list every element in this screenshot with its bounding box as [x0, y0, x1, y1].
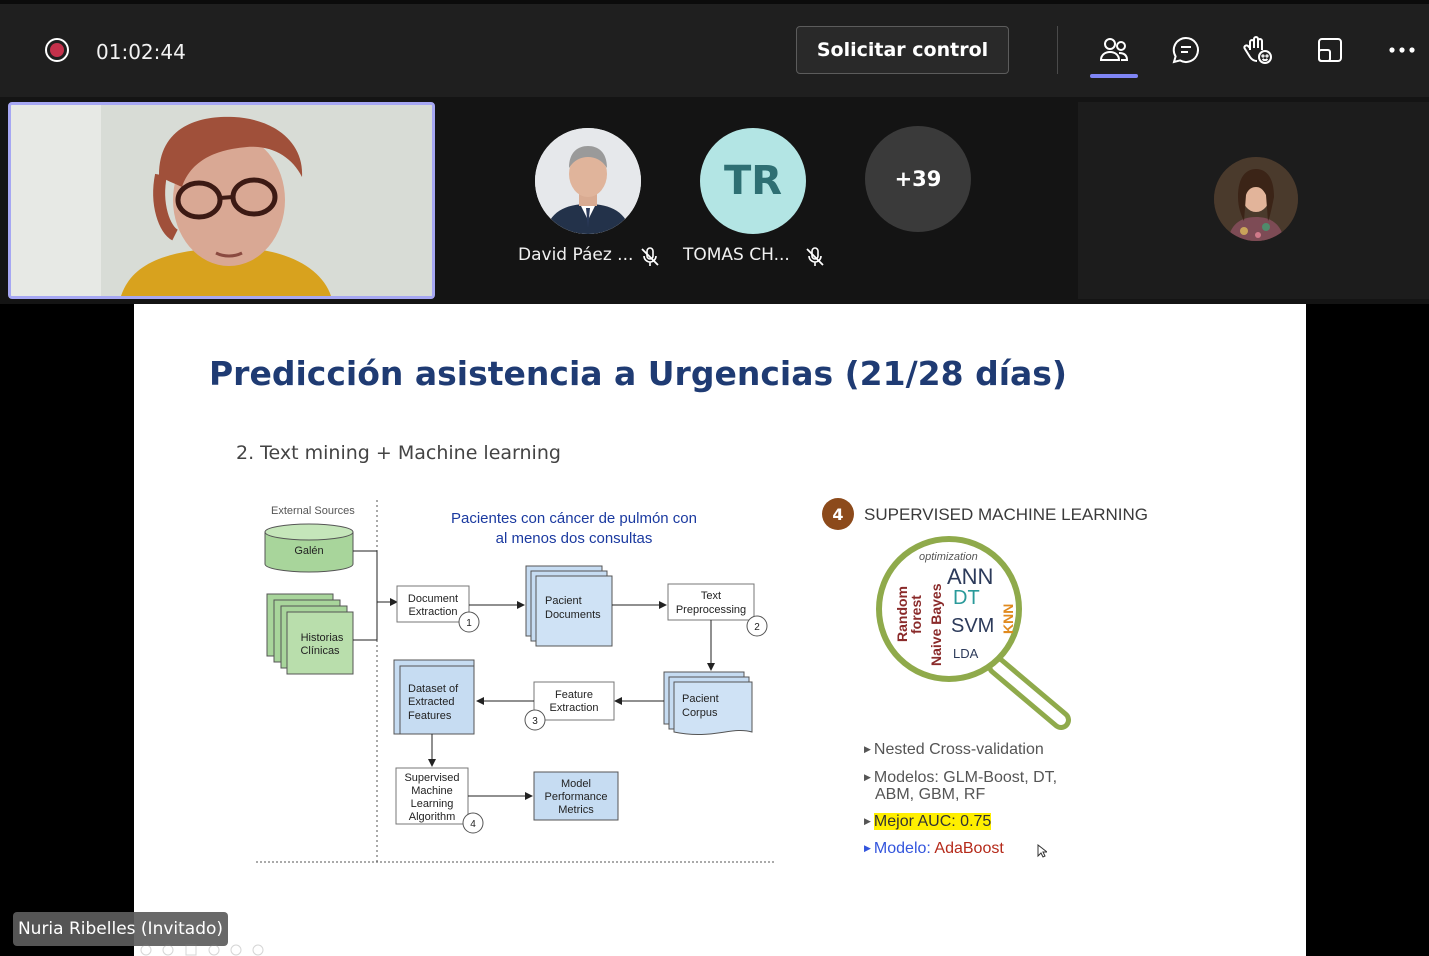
historias-clinicas-docs: Historias Clínicas	[266, 593, 354, 675]
model-perf-label-1: Model	[561, 778, 591, 790]
word-svm: SVM	[951, 615, 994, 637]
avatar-speaker[interactable]	[1214, 157, 1298, 241]
text-prep-label-1: Text	[701, 590, 721, 602]
people-icon[interactable]	[1094, 30, 1134, 70]
bullet-modelo-value: AdaBoost	[934, 840, 1004, 857]
dataset-label-3: Features	[408, 710, 452, 722]
bullet-modelo-label: Modelo:	[873, 840, 931, 857]
participant-name-david: David Páez ...	[518, 245, 634, 265]
doc-extraction-label-1: Document	[408, 593, 458, 605]
pacient-docs-label-1: Pacient	[545, 595, 582, 607]
supervised-algorithm-node: Supervised Machine Learning Algorithm 4	[395, 767, 484, 834]
section-title: SUPERVISED MACHINE LEARNING	[864, 505, 1149, 524]
bullet-auc-text: Mejor AUC: 0.75	[873, 813, 992, 830]
step-1-label: 1	[466, 618, 472, 629]
galen-label: Galén	[294, 545, 323, 557]
mouse-cursor-icon	[1037, 844, 1047, 858]
bullet-modelo: ▶Modelo: AdaBoost	[864, 840, 1004, 858]
cohort-label-1: Pacientes con cáncer de pulmón con	[451, 510, 697, 527]
historias-label-2: Clínicas	[300, 645, 340, 657]
external-sources-label: External Sources	[271, 505, 355, 517]
magnifier-icon: optimization ANN DT SVM LDA Random fores…	[876, 536, 1071, 730]
supervised-label-2: Machine	[411, 785, 453, 797]
bullet-nested-text: Nested Cross-validation	[873, 741, 1044, 758]
mic-off-icon	[641, 247, 659, 266]
bullet-arrow-icon: ▶	[864, 816, 871, 826]
pacient-corpus-label-1: Pacient	[682, 693, 719, 705]
word-random: Random	[894, 586, 910, 642]
section-number-badge: 4	[822, 498, 854, 530]
document-extraction-node: Document Extraction 1	[396, 585, 480, 633]
slide-subtitle: 2. Text mining + Machine learning	[236, 442, 561, 464]
word-naive-bayes: Naive Bayes	[928, 583, 944, 666]
presenter-name-tag: Nuria Ribelles (Invitado)	[13, 912, 228, 946]
bullet-auc: ▶Mejor AUC: 0.75	[864, 813, 992, 831]
dataset-features-node: Dataset of Extracted Features	[393, 659, 475, 735]
recording-icon	[45, 38, 69, 62]
historias-label-1: Historias	[301, 632, 344, 644]
text-prep-label-2: Preprocessing	[676, 604, 746, 616]
chat-icon[interactable]	[1166, 30, 1206, 70]
bullet-modelos-text-2: ABM, GBM, RF	[875, 786, 986, 803]
slide-title: Predicción asistencia a Urgencias (21/28…	[209, 354, 1067, 393]
feature-extraction-node: Feature Extraction 3	[524, 681, 615, 731]
cohort-label-2: al menos dos consultas	[496, 530, 653, 547]
bullet-modelos-text-1: Modelos: GLM-Boost, DT,	[873, 769, 1058, 786]
slide-controls-faint[interactable]	[136, 942, 276, 956]
share-tray-icon[interactable]	[1310, 30, 1350, 70]
people-active-indicator	[1090, 74, 1138, 78]
presenter-video[interactable]	[8, 102, 435, 299]
meeting-toolbar: 01:02:44 Solicitar control	[0, 0, 1429, 97]
pacient-corpus-label-2: Corpus	[682, 707, 718, 719]
pacient-documents-node: Pacient Documents	[525, 565, 613, 647]
model-metrics-node: Model Performance Metrics	[533, 771, 619, 821]
pacient-corpus-node: Pacient Corpus	[663, 671, 753, 735]
bullet-modelos-continuation: ABM, GBM, RF	[875, 786, 985, 804]
model-perf-label-3: Metrics	[558, 804, 594, 816]
avatar-tomas[interactable]: TR	[700, 128, 806, 234]
meeting-timer: 01:02:44	[96, 40, 186, 64]
supervised-label-4: Algorithm	[409, 811, 455, 823]
bullet-arrow-icon: ▶	[864, 772, 871, 782]
bullet-arrow-icon: ▶	[864, 843, 871, 853]
step-3-label: 3	[532, 716, 538, 727]
word-optimization: optimization	[919, 551, 978, 563]
step-4-label: 4	[470, 819, 476, 830]
model-perf-label-2: Performance	[545, 791, 608, 803]
dataset-label-2: Extracted	[408, 696, 454, 708]
doc-extraction-label-2: Extraction	[409, 606, 458, 618]
word-dt: DT	[953, 587, 980, 609]
word-ann: ANN	[947, 564, 993, 589]
feature-extraction-label-1: Feature	[555, 689, 593, 701]
pipeline-diagram: External Sources Galén Historias Clínica…	[256, 500, 774, 863]
word-lda: LDA	[953, 646, 979, 661]
bullet-arrow-icon: ▶	[864, 744, 871, 754]
avatar-david[interactable]	[535, 128, 641, 234]
dataset-label-1: Dataset of	[408, 683, 459, 695]
bullet-nested: ▶Nested Cross-validation	[864, 741, 1044, 759]
more-icon[interactable]	[1382, 30, 1422, 70]
bullet-modelos: ▶Modelos: GLM-Boost, DT,	[864, 769, 1057, 787]
supervised-label-3: Learning	[411, 798, 454, 810]
more-participants-button[interactable]: +39	[865, 126, 971, 232]
window-top-edge	[0, 0, 1429, 4]
word-knn: KNN	[1000, 604, 1016, 634]
pacient-docs-label-2: Documents	[545, 609, 601, 621]
word-forest: forest	[908, 595, 924, 634]
galen-database: Galén	[264, 523, 354, 573]
mic-off-icon	[806, 247, 824, 266]
participant-name-tomas: TOMAS CH...	[683, 245, 790, 265]
feature-extraction-label-2: Extraction	[550, 702, 599, 714]
toolbar-divider	[1057, 26, 1058, 74]
request-control-button[interactable]: Solicitar control	[796, 26, 1009, 74]
supervised-label-1: Supervised	[404, 772, 459, 784]
step-2-label: 2	[754, 622, 760, 633]
shared-slide: Predicción asistencia a Urgencias (21/28…	[134, 304, 1306, 956]
text-preprocessing-node: Text Preprocessing 2	[667, 583, 768, 637]
raise-hand-icon[interactable]	[1238, 30, 1278, 70]
